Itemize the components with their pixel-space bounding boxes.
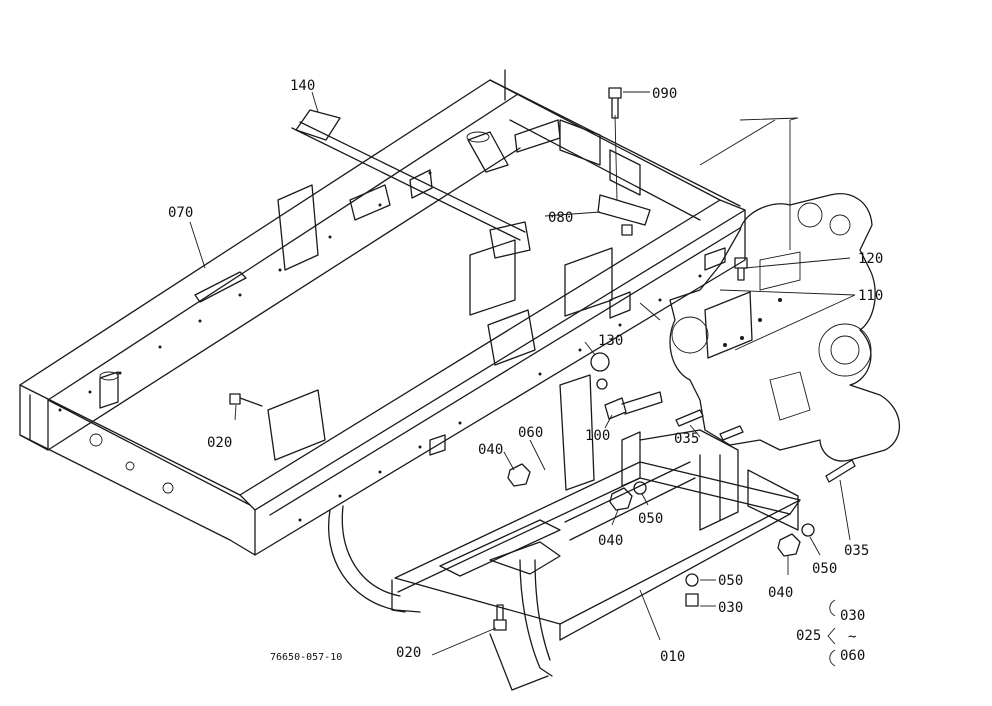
transmission [669,193,901,462]
label-050-lower: 050 [718,573,743,589]
label-090: 090 [652,86,677,102]
frame-brackets [267,119,726,491]
main-frame [19,69,746,556]
lower-tube-frame [328,429,801,691]
label-050-mid: 050 [638,511,663,527]
label-140: 140 [290,78,315,94]
label-040-right: 040 [768,585,793,601]
label-100: 100 [585,428,610,444]
label-060-right: 060 [840,648,865,664]
label-030-lower: 030 [718,600,743,616]
drawing-number: 76650-057-10 [270,652,342,663]
rear-tube [99,131,509,409]
label-040-mid: 040 [598,533,623,549]
label-tilde: ~ [848,629,856,645]
label-050-right: 050 [812,561,837,577]
label-130: 130 [598,333,623,349]
leader-lines [189,91,856,667]
label-030-right: 030 [840,608,865,624]
upper-bar [291,109,531,259]
fasteners [229,87,856,631]
label-020-upper: 020 [207,435,232,451]
label-020-lower: 020 [396,645,421,661]
part-labels: 140 070 090 080 120 110 130 100 035 020 … [168,78,883,665]
label-120: 120 [858,251,883,267]
label-025: 025 [796,628,821,644]
label-010: 010 [660,649,685,665]
label-040-left: 040 [478,442,503,458]
label-110: 110 [858,288,883,304]
label-070: 070 [168,205,193,221]
rail-holes [58,171,702,522]
label-035-upper: 035 [674,431,699,447]
label-080: 080 [548,210,573,226]
label-035-lower: 035 [844,543,869,559]
label-060: 060 [518,425,543,441]
